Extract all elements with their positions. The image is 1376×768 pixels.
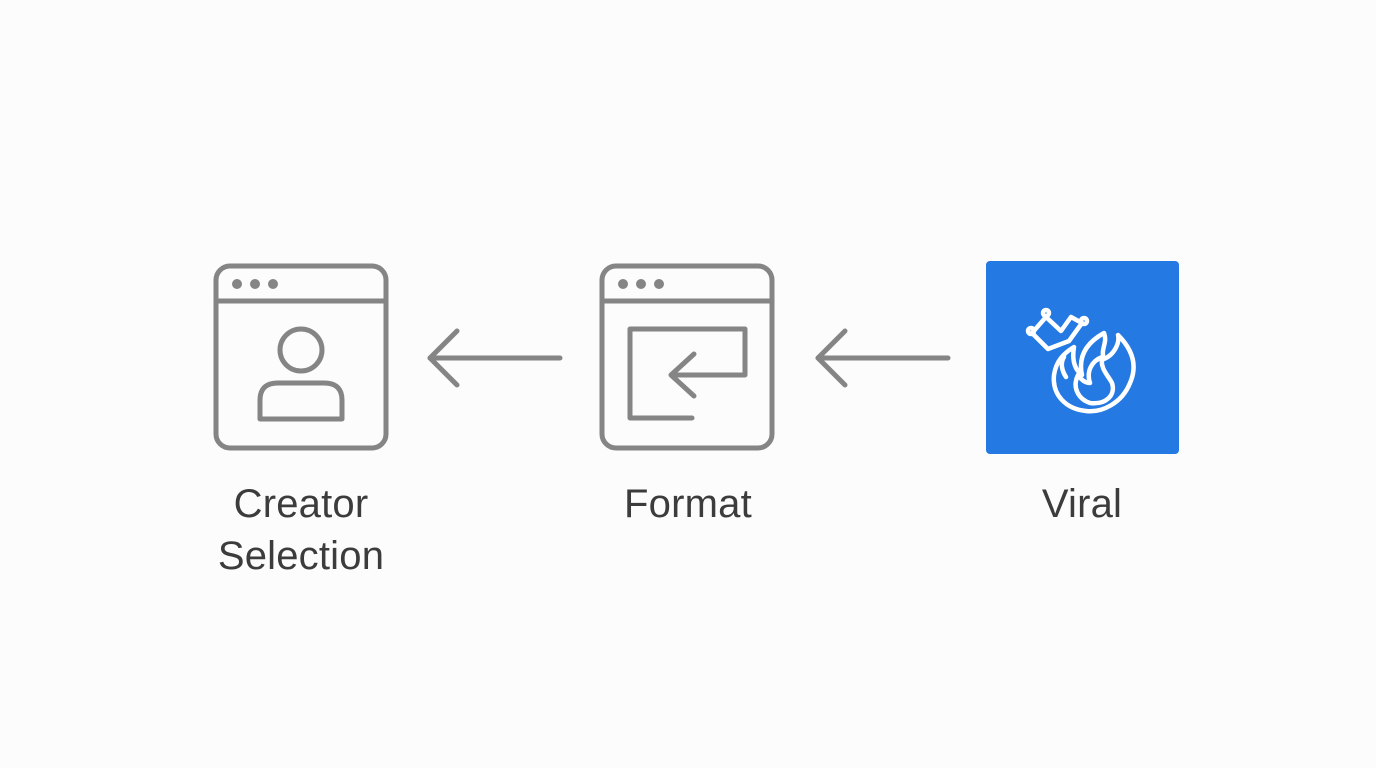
step-label-line: Selection bbox=[217, 534, 385, 578]
browser-window-user-icon bbox=[213, 263, 389, 451]
arrow-left-icon bbox=[427, 328, 563, 388]
step-label-line: Viral bbox=[1041, 482, 1123, 526]
crown-flame-icon bbox=[1025, 307, 1136, 414]
step-label-line: Creator bbox=[233, 482, 369, 526]
viral-tile bbox=[986, 261, 1179, 454]
step-label-format: Format bbox=[558, 478, 818, 530]
step-label-viral: Viral bbox=[952, 478, 1212, 530]
arrow-left-icon bbox=[815, 328, 951, 388]
browser-window-return-icon bbox=[599, 263, 775, 451]
step-label-line: Format bbox=[624, 482, 752, 526]
step-label-creator-selection: Creator Selection bbox=[171, 478, 431, 582]
